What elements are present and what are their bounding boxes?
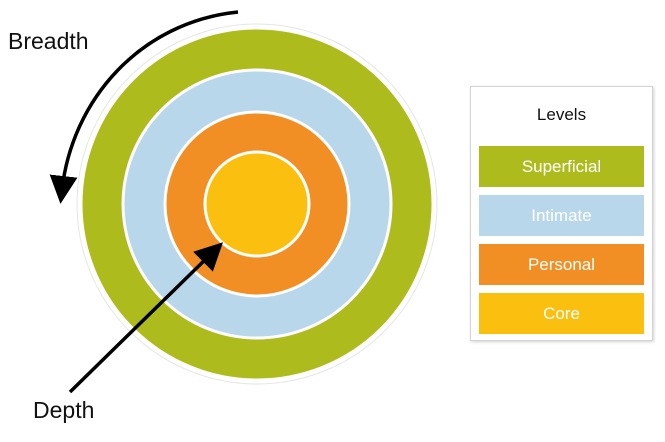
legend: Levels Superficial Intimate Personal Cor… xyxy=(470,86,653,341)
breadth-label: Breadth xyxy=(8,28,89,54)
depth-label: Depth xyxy=(33,397,95,423)
depth-arrow xyxy=(68,242,224,394)
ring-core xyxy=(203,150,311,258)
breadth-arrow xyxy=(49,10,239,204)
legend-item-superficial: Superficial xyxy=(479,146,644,187)
legend-title: Levels xyxy=(536,105,587,124)
legend-item-core: Core xyxy=(479,293,644,334)
legend-item-personal: Personal xyxy=(479,244,644,285)
legend-item-intimate: Intimate xyxy=(479,195,644,236)
